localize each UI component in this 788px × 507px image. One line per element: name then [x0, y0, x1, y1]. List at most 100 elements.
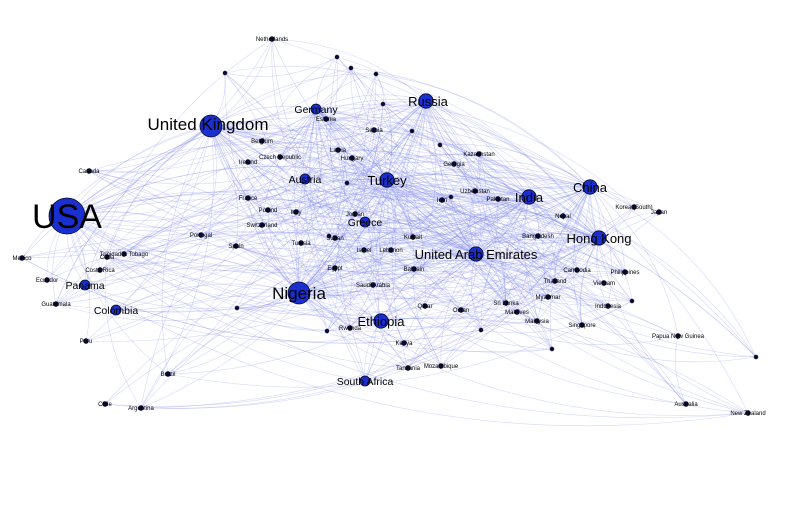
- edge-china-singapore: [573, 186, 591, 326]
- edge-hongkong-n_e4: [224, 72, 600, 239]
- edge-uk-argentina: [140, 125, 214, 409]
- edge-southafrica-hungary: [351, 157, 380, 382]
- node-qatar: [422, 303, 428, 309]
- edge-poland-n_e10: [267, 209, 330, 237]
- node-pakistan: [495, 196, 501, 202]
- edge-switzerland-kazakhstan: [261, 153, 480, 226]
- node-n_e3: [373, 71, 379, 77]
- edge-india-philippines: [528, 196, 626, 273]
- edge-usa-india: [66, 196, 530, 249]
- edge-nigeria-bangladesh: [298, 235, 539, 296]
- edge-nigeria-trinidad: [123, 251, 300, 294]
- edge-turkey-n_e2: [350, 67, 388, 181]
- edge-india-n_e15: [480, 196, 530, 331]
- edge-uk-rwanda: [210, 125, 351, 329]
- label-chile: Chile: [98, 402, 112, 408]
- edge-china-philippines: [589, 186, 626, 273]
- edge-turkey-n_e11: [326, 179, 388, 332]
- label-czech: Czech Republic: [259, 155, 301, 161]
- edge-cuba-spain: [106, 245, 237, 265]
- edge-nigeria-colombia: [115, 283, 300, 311]
- edge-germany-n_e13: [315, 108, 757, 358]
- edge-uae-cambodia: [475, 250, 578, 271]
- node-n_e5: [380, 101, 386, 107]
- edge-germany-italy: [293, 108, 317, 213]
- edge-uk-russia: [210, 100, 427, 136]
- node-jordan: [352, 211, 358, 217]
- edge-uk-tunisia: [210, 125, 302, 244]
- edge-nigeria-bahrain: [298, 268, 415, 296]
- edge-hongkong-tunisia: [300, 237, 600, 268]
- edge-qatar-n_e2: [350, 67, 426, 307]
- edge-uae-n_e13: [475, 253, 757, 358]
- edge-uk-southafrica: [210, 125, 366, 382]
- edge-egypt-nepal: [334, 212, 564, 269]
- node-mexico: [19, 255, 25, 261]
- label-italy: Italy: [290, 210, 301, 216]
- edge-uae-sudan: [334, 231, 477, 255]
- edge-germany-n_e3: [315, 73, 377, 110]
- edge-uae-nepal: [475, 215, 564, 255]
- edge-germany-tanzania: [315, 108, 409, 369]
- node-n_e1: [334, 54, 340, 60]
- node-italy: [293, 209, 299, 215]
- edge-uae-n_e12: [475, 253, 553, 350]
- edge-nigeria-portugal: [200, 234, 300, 294]
- label-estonia: Estonia: [316, 117, 337, 123]
- edge-usa-czech: [66, 156, 281, 218]
- edge-hungary-cambodia: [351, 157, 578, 271]
- edge-colombia-n_e6: [115, 130, 413, 311]
- edge-guatemala-ireland: [55, 161, 249, 305]
- edge-india-hungary: [351, 157, 530, 200]
- edge-india-serbia: [373, 129, 530, 198]
- edge-singapore-france: [247, 197, 583, 326]
- edge-iran-austria: [304, 174, 443, 201]
- edge-hongkong-russia: [425, 100, 600, 239]
- edge-uk-kuwait: [210, 125, 414, 238]
- edge-n_e10-colombia: [115, 235, 330, 311]
- edge-n_e12-usa: [66, 215, 553, 352]
- edge-japan-austria: [304, 161, 660, 213]
- label-france: France: [239, 196, 258, 202]
- edge-hongkong-oman: [460, 237, 600, 311]
- label-southafrica: South Africa: [337, 376, 394, 388]
- edge-n_e5-spain: [235, 103, 384, 247]
- edge-ecuador-lebanon: [46, 231, 392, 281]
- edge-usa-latvia: [66, 147, 339, 217]
- edge-china-n_e3: [375, 73, 591, 188]
- edge-turkey-egypt: [334, 179, 388, 269]
- node-switzerland: [259, 222, 265, 228]
- edge-russia-n_e4: [224, 65, 427, 102]
- edge-china-italy: [295, 171, 591, 213]
- edge-china-czech: [279, 156, 591, 203]
- label-serbia: Serbia: [365, 128, 383, 134]
- edge-koreasouth-ethiopia: [380, 206, 635, 322]
- edge-nigeria-n_e3: [298, 73, 377, 294]
- edge-turkey-n_e15: [386, 179, 482, 331]
- edge-uae-n_e14: [475, 253, 633, 302]
- edge-germany-switzerland: [261, 108, 317, 226]
- edge-russia-belgium: [261, 99, 427, 142]
- edge-hongkong-myanmar: [547, 237, 600, 298]
- edge-china-australia: [589, 186, 687, 405]
- edge-mozambique-ireland: [247, 161, 442, 367]
- edge-hongkong-sudan: [334, 214, 600, 239]
- edge-bahrain-mozambique: [413, 268, 442, 367]
- edge-georgia-trinidad: [123, 161, 455, 255]
- edge-turkey-bahrain: [386, 179, 415, 270]
- edge-costarica-n_e6: [99, 130, 413, 271]
- edge-n_e13-turkey: [386, 179, 757, 358]
- node-maldives: [514, 309, 520, 315]
- label-mexico: Mexico: [12, 256, 32, 262]
- edge-n_e9-kuwait: [412, 196, 452, 238]
- edge-belgium-serbia: [261, 124, 375, 142]
- edge-uae-latvia: [337, 149, 477, 255]
- edge-turkey-rwanda: [349, 179, 389, 329]
- label-peru: Peru: [80, 339, 93, 345]
- edge-myanmar-turkey: [386, 179, 549, 298]
- edge-greece-bahrain: [364, 221, 415, 270]
- edge-uk-n_e12: [210, 125, 553, 350]
- edge-srilanka-colombia: [115, 302, 507, 342]
- edge-hongkong-turkey: [386, 178, 600, 239]
- label-lebanon: Lebanon: [379, 248, 402, 254]
